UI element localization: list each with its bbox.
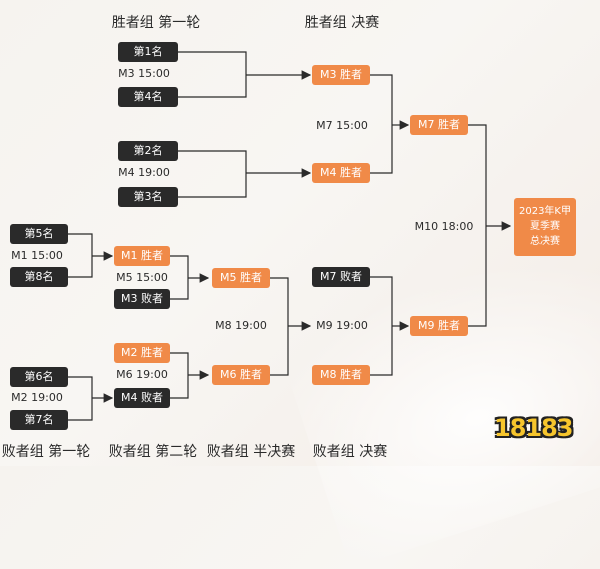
header-losers-final: 败者组 决赛 xyxy=(312,444,388,460)
seed-4: 第4名 xyxy=(118,87,178,107)
seed-5: 第5名 xyxy=(10,224,68,244)
grand-final-line1: 2023年K甲 xyxy=(518,206,571,217)
match-m8-label: M8 19:00 xyxy=(215,319,267,332)
m2-winner-box: M2 胜者 xyxy=(114,343,170,363)
seed-2: 第2名 xyxy=(118,141,178,161)
seed-7: 第7名 xyxy=(10,410,68,430)
header-losers-round1: 败者组 第一轮 xyxy=(1,444,91,460)
match-m6-label: M6 19:00 xyxy=(116,368,168,381)
seed-1: 第1名 xyxy=(118,42,178,62)
m5-winner-box: M5 胜者 xyxy=(212,268,270,288)
grand-final-line3: 总决赛 xyxy=(530,236,560,247)
match-m4-label: M4 19:00 xyxy=(118,166,170,179)
m1-winner-box: M1 胜者 xyxy=(114,246,170,266)
m3-loser-box: M3 败者 xyxy=(114,289,170,309)
match-m5-label: M5 15:00 xyxy=(116,271,168,284)
m3-winner-box: M3 胜者 xyxy=(312,65,370,85)
m8-winner-box: M8 胜者 xyxy=(312,365,370,385)
m7-loser-box: M7 败者 xyxy=(312,267,370,287)
seed-3: 第3名 xyxy=(118,187,178,207)
header-losers-round2: 败者组 第二轮 xyxy=(108,444,198,460)
header-losers-semifinal: 败者组 半决赛 xyxy=(206,444,296,460)
match-m7-label: M7 15:00 xyxy=(316,119,368,132)
grand-final-line2: 夏季赛 xyxy=(530,221,560,232)
bracket-lines xyxy=(68,51,512,421)
m6-winner-box: M6 胜者 xyxy=(212,365,270,385)
match-m10-label: M10 18:00 xyxy=(414,220,474,233)
header-winners-round1: 胜者组 第一轮 xyxy=(111,15,201,31)
m4-winner-box: M4 胜者 xyxy=(312,163,370,183)
match-m9-label: M9 19:00 xyxy=(316,319,368,332)
m9-winner-box: M9 胜者 xyxy=(410,316,468,336)
grand-final-box: 2023年K甲 夏季赛 总决赛 xyxy=(514,198,576,256)
match-m3-label: M3 15:00 xyxy=(118,67,170,80)
site-logo: 18183 xyxy=(494,414,573,442)
match-m2-label: M2 19:00 xyxy=(11,391,63,404)
seed-6: 第6名 xyxy=(10,367,68,387)
seed-8: 第8名 xyxy=(10,267,68,287)
match-m1-label: M1 15:00 xyxy=(11,249,63,262)
header-winners-final: 胜者组 决赛 xyxy=(304,15,380,31)
m7-winner-box: M7 胜者 xyxy=(410,115,468,135)
m4-loser-box: M4 败者 xyxy=(114,388,170,408)
